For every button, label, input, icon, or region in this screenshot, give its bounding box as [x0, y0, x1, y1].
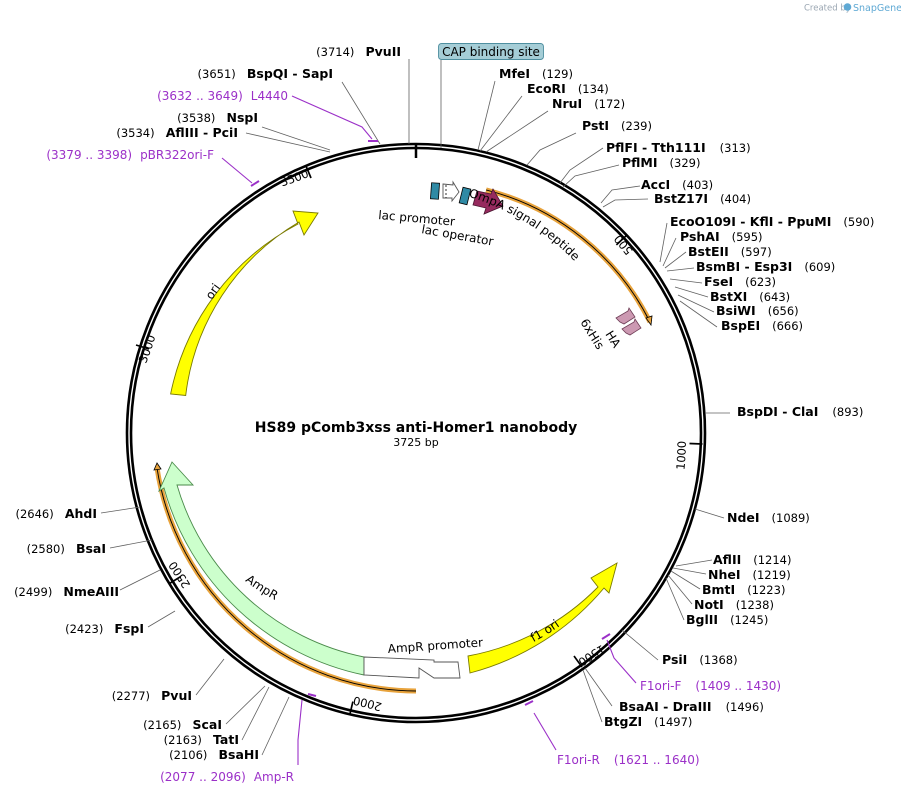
site-labels: (3714) PvuII (3651) BspQI - SapI (3538) …: [14, 41, 874, 763]
6xhis-label: 6xHis: [577, 316, 607, 352]
tick-label-500: 500: [611, 232, 636, 258]
site-label-nrui: NruI(172): [552, 96, 625, 111]
primer-label-pbr322ori-f: (3379 .. 3398)pBR322ori-F: [46, 148, 214, 162]
site-label-noti: NotI(1238): [694, 597, 774, 612]
site-label-bspei: BspEI(666): [721, 318, 803, 333]
site-label-psti: PstI(239): [582, 118, 652, 133]
site-label-psii: PsiI(1368): [662, 652, 738, 667]
site-label-bstxi: BstXI(643): [710, 289, 790, 304]
lac-promoter-feature[interactable]: [442, 180, 460, 203]
ori-feature[interactable]: [170, 210, 319, 396]
ha-feature[interactable]: [621, 318, 642, 336]
primer-label-f1ori-f: F1ori-F(1409 .. 1430): [640, 679, 781, 693]
site-label-bsaai: BsaAI - DraIII(1496): [619, 699, 764, 714]
ha-label: HA: [602, 328, 623, 351]
site-label-nspi: (3538) NspI: [177, 107, 258, 126]
f1-ori-feature[interactable]: [467, 562, 618, 674]
lac-operator-label: lac operator: [420, 222, 494, 248]
lac-operator-feature-2[interactable]: [458, 186, 472, 206]
site-label-nmeaiii: (2499) NmeAIII: [14, 581, 119, 600]
snapgene-credit: Created by SnapGene: [804, 3, 901, 14]
site-label-bstz17i: BstZ17I(404): [654, 191, 751, 206]
credit-brand: SnapGene: [853, 3, 901, 14]
site-label-scai: (2165) ScaI: [143, 714, 222, 733]
6xhis-feature[interactable]: [615, 307, 636, 325]
site-label-bsteii: BstEII(597): [688, 244, 772, 259]
primer-label-f1ori-r: F1ori-R(1621 .. 1640): [557, 753, 700, 767]
primer-labels: (3632 .. 3649)L4440 (3379 .. 3398)pBR322…: [46, 89, 781, 784]
primer-label-l4440: (3632 .. 3649)L4440: [157, 89, 288, 103]
primer-leader-lines: [221, 95, 637, 765]
scale-ticks: [135, 165, 703, 715]
plasmid-name: HS89 pComb3xss anti-Homer1 nanobody: [255, 420, 577, 436]
ampr-label: AmpR: [243, 572, 280, 603]
site-label-bsahi: (2106) BsaHI: [169, 744, 259, 763]
tick-label-1000: 1000: [673, 441, 688, 471]
site-label-ecoo109i: EcoO109I - KflI - PpuMI(590): [670, 214, 874, 229]
ompa-signal-peptide-feature[interactable]: [472, 188, 504, 215]
site-label-pvuii: (3714) PvuII: [316, 41, 401, 60]
site-label-tati: (2163) TatI: [164, 729, 239, 748]
site-label-bsai: (2580) BsaI: [27, 538, 106, 557]
cap-binding-site-text: CAP binding site: [442, 45, 540, 59]
orf-arrowhead-ompa: [645, 315, 653, 327]
site-label-pflfi: PflFI - Tth111I(313): [606, 140, 751, 155]
site-label-aflii: AflII(1214): [713, 552, 792, 567]
site-label-pvui: (2277) PvuI: [112, 685, 192, 704]
site-label-acci: AccI(403): [641, 177, 713, 192]
snapgene-logo-icon: [843, 3, 852, 11]
site-label-ecori: EcoRI(134): [527, 81, 609, 96]
plasmid-length: 3725 bp: [393, 436, 438, 449]
site-label-fspi: (2423) FspI: [65, 618, 144, 637]
site-label-btgzi: BtgZI(1497): [604, 714, 692, 729]
site-label-mfei: MfeI(129): [499, 66, 573, 81]
site-label-ahdi: (2646) AhdI: [15, 503, 97, 522]
site-label-pflmi: PflMI(329): [622, 155, 700, 170]
orf-line-ompa: [485, 189, 651, 323]
lac-operator-feature[interactable]: [430, 182, 440, 200]
ampr-promoter-label: AmpR promoter: [387, 635, 483, 656]
ampr-feature[interactable]: [158, 461, 365, 676]
site-label-bsiwi: BsiWI(656): [716, 303, 799, 318]
primer-label-amp-r: (2077 .. 2096)Amp-R: [160, 770, 294, 784]
site-label-bspdi: BspDI - ClaI(893): [737, 404, 863, 419]
site-label-fsei: FseI(623): [704, 274, 776, 289]
credit-prefix: Created by: [804, 4, 851, 14]
site-label-bspqi: (3651) BspQI - SapI: [198, 63, 333, 82]
site-label-bmti: BmtI(1223): [702, 582, 785, 597]
orf-line-ampr: [156, 467, 417, 692]
lac-promoter-label: lac promoter: [378, 208, 456, 229]
site-label-afliii: (3534) AflIII - PciI: [116, 122, 238, 141]
orf-arrowhead-ampr: [153, 462, 162, 471]
site-label-bsmbi: BsmBI - Esp3I(609): [696, 259, 835, 274]
site-label-pshai: PshAI(595): [680, 229, 763, 244]
cap-binding-site-label[interactable]: CAP binding site: [438, 43, 544, 60]
ampr-promoter-feature[interactable]: [363, 656, 461, 679]
site-label-nhei: NheI(1219): [708, 567, 791, 582]
site-label-ndei: NdeI(1089): [727, 510, 810, 525]
site-leader-lines: [100, 59, 730, 756]
site-label-bglii: BglII(1245): [686, 612, 768, 627]
